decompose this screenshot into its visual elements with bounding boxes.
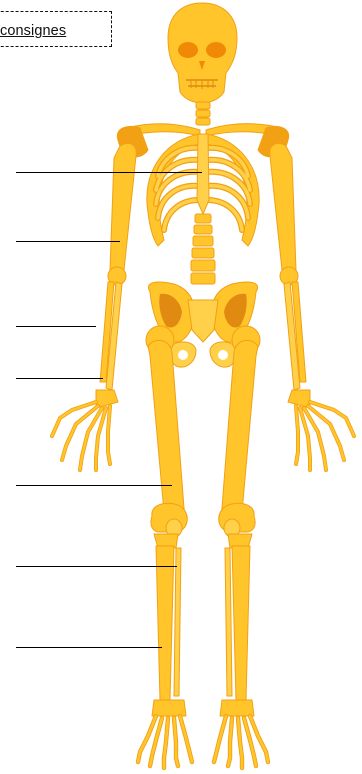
left-leg: [138, 326, 192, 768]
label-line-radius: [16, 326, 96, 327]
label-line-fibula: [16, 647, 162, 648]
cervical-spine: [196, 102, 210, 125]
left-tibia: [156, 546, 174, 700]
left-fibula: [174, 548, 181, 696]
left-eye-socket: [178, 42, 198, 58]
right-eye-socket: [206, 42, 226, 58]
label-line-ulna: [16, 378, 103, 379]
label-line-femur: [16, 485, 172, 486]
lumbar-spine: [191, 214, 215, 284]
right-leg: [214, 326, 268, 768]
right-arm: [270, 143, 354, 470]
label-line-humerus: [16, 241, 120, 242]
sternum: [197, 134, 209, 214]
label-line-tibia: [16, 566, 177, 567]
left-arm: [52, 143, 136, 470]
skull: [168, 3, 237, 103]
label-line-ribcage: [16, 172, 202, 173]
right-fibula: [225, 548, 232, 696]
right-tibia: [232, 546, 250, 700]
left-humerus: [110, 143, 136, 276]
right-humerus: [270, 143, 296, 276]
